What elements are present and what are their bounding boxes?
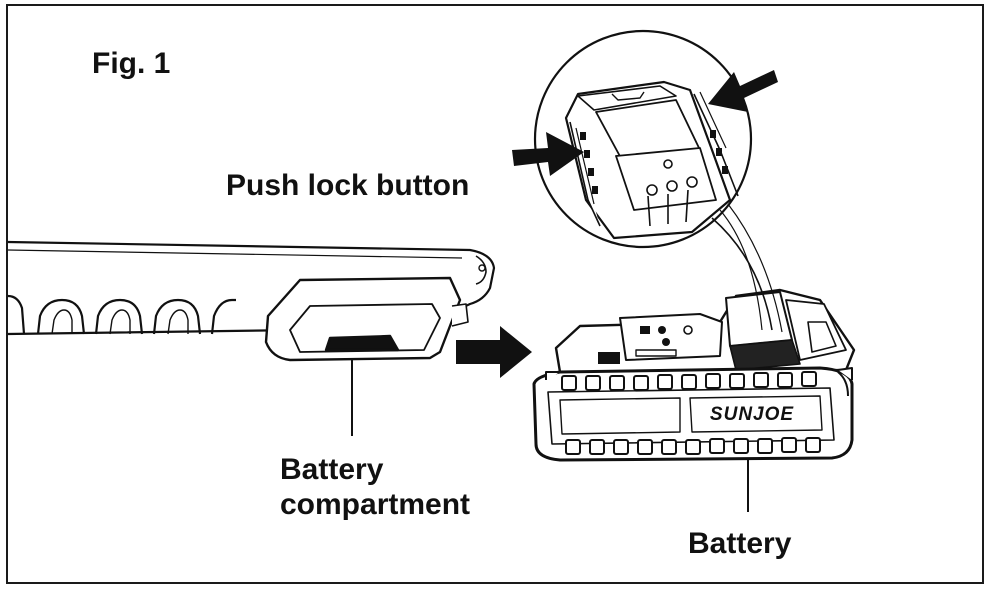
push-arrow-left-icon bbox=[512, 132, 584, 176]
zoom-detail bbox=[533, 29, 783, 333]
battery-compartment-label-line2: compartment bbox=[280, 488, 471, 522]
battery-brand-logo: SUNJOE bbox=[710, 404, 794, 425]
battery-compartment-label: Battery compartment bbox=[280, 452, 470, 523]
insertion-arrow-icon bbox=[456, 326, 532, 378]
battery-label: Battery bbox=[688, 527, 792, 560]
push-arrow-right-icon bbox=[708, 70, 778, 112]
battery-compartment bbox=[264, 276, 469, 362]
battery-pack bbox=[532, 288, 856, 462]
battery-compartment-label-line1: Battery bbox=[280, 453, 384, 486]
figure-title: Fig. 1 bbox=[92, 47, 171, 80]
push-lock-button-label: Push lock button bbox=[226, 169, 470, 202]
figure-frame bbox=[6, 4, 984, 584]
